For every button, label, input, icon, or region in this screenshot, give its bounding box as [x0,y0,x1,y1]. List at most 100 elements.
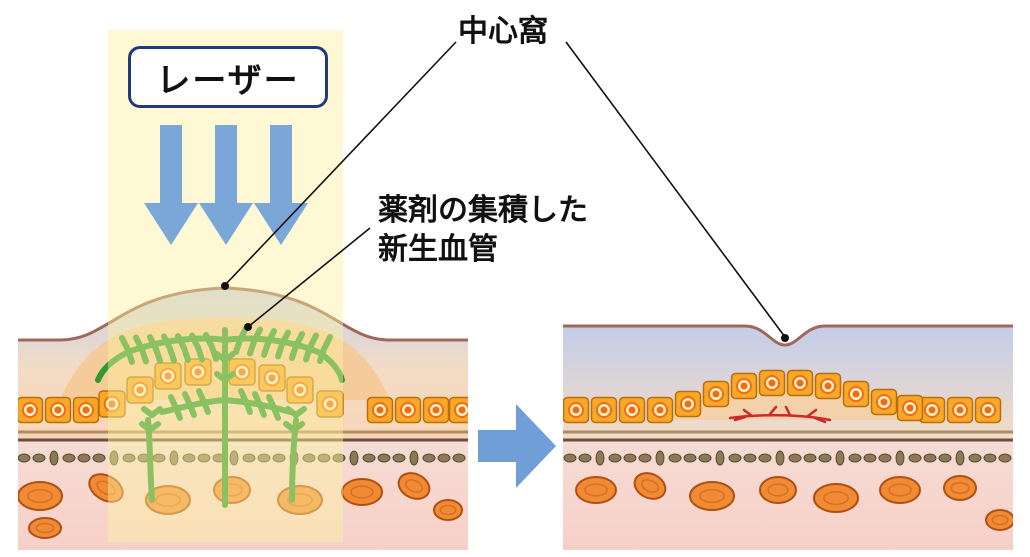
rpe-cell [154,362,182,390]
rpe-cell [18,396,44,424]
choroid-dot [923,453,937,463]
choroid-dot [32,453,46,463]
vessel-branch [222,351,236,363]
right-panel [563,324,1013,550]
choroid-dot [848,453,862,463]
vessel-branch [181,345,191,363]
rpe-cell [786,369,814,397]
rpe-cell [646,396,674,424]
choroid-dot [302,453,316,463]
choroid-dot [18,453,31,463]
choroid-dot [638,453,652,463]
vessel-branch [275,341,285,360]
rpe-cell [918,396,946,424]
blood-cell [88,473,124,503]
rpe-cell [366,396,394,424]
choroid-dot [257,453,271,463]
choroid-dot [608,453,622,463]
choroid-dot [908,453,922,463]
left-panel [18,286,468,550]
fovea-marker-right [781,334,789,342]
blood-cell [433,499,463,521]
choroid-dots-after [563,450,1012,466]
rpe-cell [563,396,590,424]
blood-cell [277,485,323,515]
vessel-branch [147,421,161,433]
choroid-dot [332,453,346,463]
vessel-branch [173,405,183,421]
rpe-cell [590,396,618,424]
rpe-cell [814,372,842,400]
rpe-cell [730,372,758,400]
choroid-dot [818,453,832,463]
fovea-marker-left [221,282,229,290]
blood-cell [879,476,921,504]
vessel-branch [303,344,313,363]
choroid-dot [92,453,106,463]
retina-surface-line-after [563,324,1013,347]
choroid-dot [182,453,196,463]
choroid-dot [422,453,436,463]
vessel-branch [271,405,281,421]
choroid-dot [698,453,712,463]
rpe-cell [72,396,100,424]
leader-lines [224,41,786,338]
blood-cell [18,481,63,511]
choroid-dot [895,450,905,466]
rpe-cell [842,380,870,408]
choroid-dot [437,453,451,463]
blood-cell [341,478,383,506]
vessel-branch [293,406,307,418]
vessel-label-line2: 新生血管 [378,232,498,267]
rpe-cell-row-after [563,369,1002,424]
regressed-vessels [728,405,832,424]
vessel-branch [222,371,236,383]
choroid-dot [377,453,391,463]
blood-cell [575,476,617,504]
rpe-cell [974,396,1002,424]
choroid-dot [349,450,359,466]
choroid-dot [578,453,592,463]
choroid-dot [62,453,76,463]
rpe-cell [126,376,154,404]
blood-cell [759,476,797,504]
vessel-branch [139,346,149,365]
fovea-label: 中心窩 [458,14,548,49]
choroid-dot [563,453,577,463]
vessel-label-line1: 薬剤の集積した [378,193,588,228]
vessel-branch [187,402,197,418]
choroid-dot [863,453,877,463]
choroid-dot [77,453,91,463]
rpe-cell [758,369,786,397]
choroid-dot [835,450,845,466]
blood-cells [18,472,463,539]
vessel-branch [209,344,219,362]
choroid-dot [229,450,239,466]
neovascular-vessels [95,325,345,508]
choroid-dot [197,453,211,463]
rpe-cell [98,390,126,418]
choroid-dot [775,450,785,466]
down-arrow-icon [144,125,308,245]
choroid-dot [272,453,286,463]
choroid-dot [758,453,772,463]
choroid-dot [242,453,256,463]
blood-cell [689,481,735,511]
choroid-dot [595,450,605,466]
choroid-dot [968,453,982,463]
rpe-cell [674,390,702,418]
choroid-dot [392,453,406,463]
blood-cells-after [575,472,1013,531]
vessel-branch [257,402,267,418]
choroid-dot [878,453,892,463]
choroid-dot [668,453,682,463]
rpe-cell [702,380,730,408]
choroid-dot [715,450,725,466]
rpe-cell [422,396,450,424]
vessel-branch [167,345,177,364]
vessel-branch [289,343,299,361]
choroid-dot [788,453,802,463]
blood-cell [985,509,1013,531]
